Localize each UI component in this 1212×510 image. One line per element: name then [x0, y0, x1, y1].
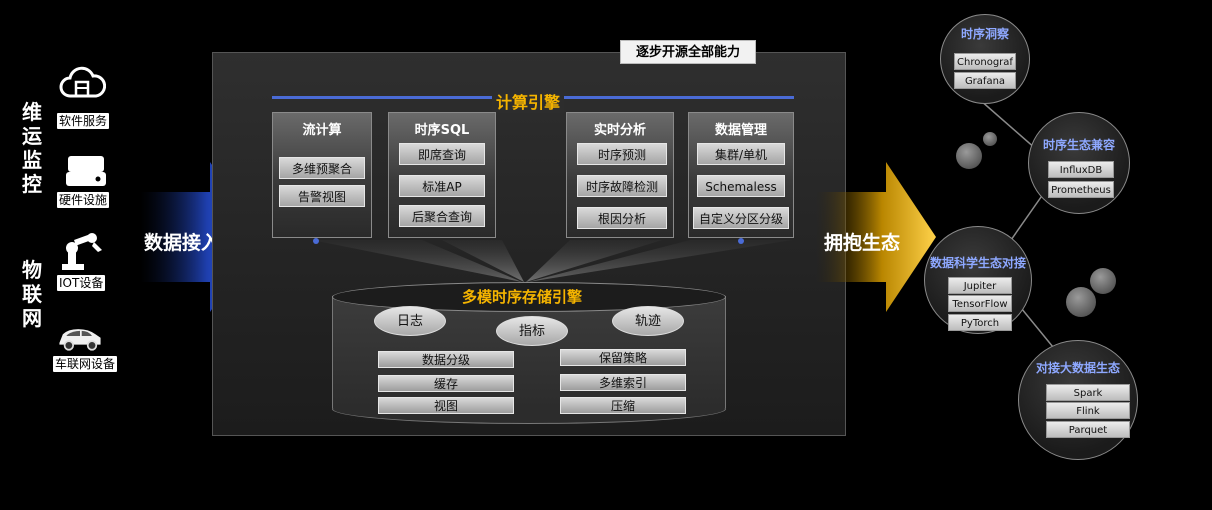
ecosystem-tag: Flink [1046, 402, 1130, 419]
ecosystem-arrow [816, 162, 936, 312]
feature-chip: 时序预测 [577, 143, 667, 165]
decor-bubble [956, 143, 982, 169]
decor-bubble [1066, 287, 1096, 317]
feature-chip: 自定义分区分级 [693, 207, 789, 229]
connector-dot [313, 238, 319, 244]
feature-chip: 时序故障检测 [577, 175, 667, 197]
decor-bubble [983, 132, 997, 146]
open-source-badge: 逐步开源全部能力 [620, 40, 756, 64]
ecosystem-tag: Spark [1046, 384, 1130, 401]
column-realtime-analysis: 实时分析 时序预测 时序故障检测 根因分析 [566, 112, 674, 238]
feature-chip: 即席查询 [399, 143, 485, 165]
compute-engine-title: 计算引擎 [492, 89, 565, 113]
ecosystem-title: 数据科学生态对接 [929, 256, 1026, 270]
column-stream-compute: 流计算 多维预聚合 告警视图 [272, 112, 372, 238]
ecosystem-tag: PyTorch [948, 314, 1012, 331]
funnel-lines [312, 240, 792, 282]
feature-chip: 后聚合查询 [399, 205, 485, 227]
feature-chip: 多维预聚合 [279, 157, 365, 179]
iot-group-label: 物联网 [22, 258, 42, 330]
data-type-oval: 日志 [374, 306, 446, 336]
ecosystem-tag: TensorFlow [948, 295, 1012, 312]
feature-chip: 告警视图 [279, 185, 365, 207]
decor-bubble [1090, 268, 1116, 294]
ecosystem-tag: InfluxDB [1048, 161, 1114, 178]
robot-arm-icon [62, 233, 102, 270]
feature-chip: Schemaless [697, 175, 785, 197]
car-icon [59, 329, 101, 351]
storage-feature-row: 视图 [378, 397, 514, 414]
storage-feature-row: 缓存 [378, 375, 514, 392]
storage-feature-row: 数据分级 [378, 351, 514, 368]
column-timeseries-sql: 时序SQL 即席查询 标准AP 后聚合查询 [388, 112, 496, 238]
device-label-software: 软件服务 [57, 113, 110, 129]
column-title: 流计算 [302, 123, 342, 138]
column-data-management: 数据管理 集群/单机 Schemaless 自定义分区分级 [688, 112, 794, 238]
ecosystem-title: 对接大数据生态 [1035, 361, 1120, 375]
ecosystem-title: 时序生态兼容 [1042, 138, 1115, 152]
connector-dot [738, 238, 744, 244]
ecosystem-tag: Chronograf [954, 53, 1016, 70]
embrace-ecosystem-label: 拥抱生态 [824, 232, 901, 254]
device-label-hardware: 硬件设施 [57, 192, 110, 208]
column-title: 时序SQL [414, 123, 470, 138]
server-icon [66, 156, 106, 186]
ecosystem-title: 时序洞察 [960, 27, 1009, 41]
storage-feature-row: 多维索引 [560, 374, 686, 391]
ecosystem-tag: Parquet [1046, 421, 1130, 438]
ecosystem-tag: Jupiter [948, 277, 1012, 294]
storage-feature-row: 压缩 [560, 397, 686, 414]
ops-monitoring-group-label: 维运监控 [22, 100, 42, 196]
storage-feature-row: 保留策略 [560, 349, 686, 366]
ecosystem-tag: Prometheus [1048, 181, 1114, 198]
feature-chip: 标准AP [399, 175, 485, 197]
storage-engine-title: 多模时序存储引擎 [462, 288, 583, 306]
feature-chip: 根因分析 [577, 207, 667, 229]
data-type-oval: 指标 [496, 316, 568, 346]
data-type-oval: 轨迹 [612, 306, 684, 336]
cloud-icon [59, 66, 106, 98]
column-title: 实时分析 [593, 123, 646, 138]
device-label-iot: IOT设备 [57, 275, 106, 291]
column-title: 数据管理 [714, 123, 767, 138]
ingest-label: 数据接入 [144, 232, 221, 254]
device-label-vehicle: 车联网设备 [53, 356, 118, 372]
ecosystem-tag: Grafana [954, 72, 1016, 89]
feature-chip: 集群/单机 [697, 143, 785, 165]
